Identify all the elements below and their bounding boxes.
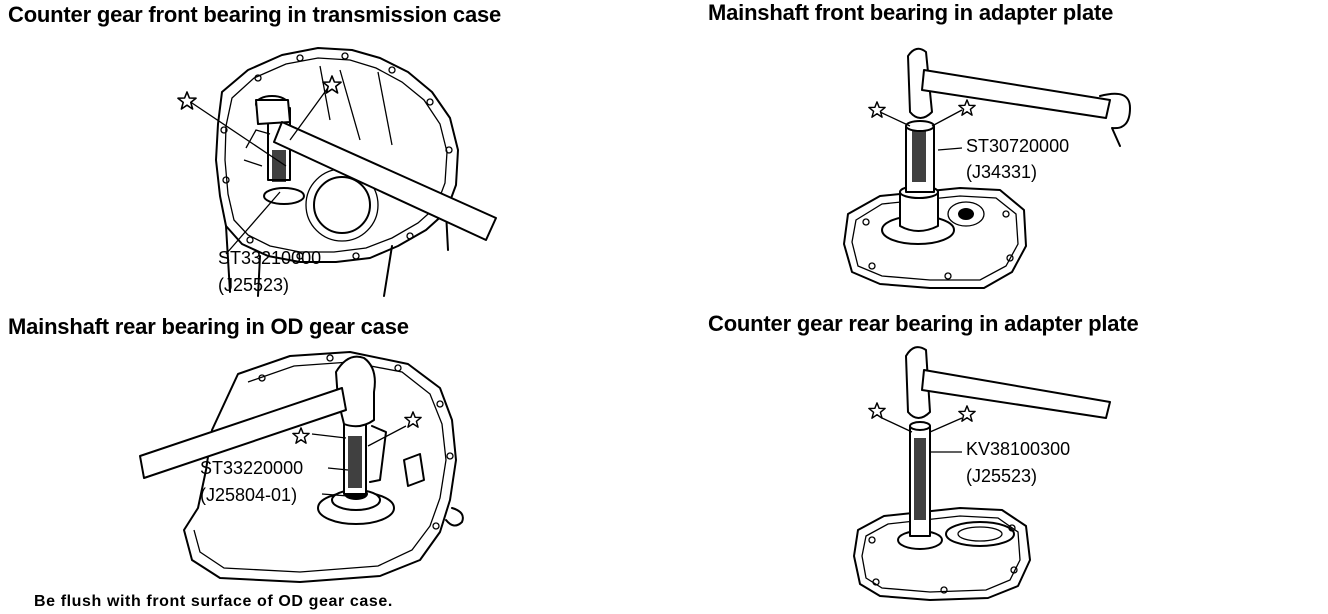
tool-alt-panel1: (J25523): [218, 275, 289, 295]
star-mark-icon: [868, 402, 886, 419]
adapter-plate-mainshaft-illustration: [843, 47, 1131, 289]
od-gear-case-illustration: [139, 351, 464, 583]
panel-title-mainshaft-front: Mainshaft front bearing in adapter plate: [708, 0, 1114, 25]
star-mark-icon: [404, 411, 422, 428]
tool-number-panel1: ST33210000: [218, 248, 321, 268]
tool-alt-panel3: (J25804-01): [200, 485, 297, 505]
flush-note: Be flush with front surface of OD gear c…: [34, 593, 393, 610]
panel-title-counter-gear-rear: Counter gear rear bearing in adapter pla…: [708, 311, 1139, 336]
adapter-plate-countergear-illustration: [853, 346, 1111, 601]
star-mark-icon: [177, 91, 197, 110]
tool-alt-panel2: (J34331): [966, 162, 1037, 182]
star-mark-icon: [958, 99, 976, 116]
tool-number-panel2: ST30720000: [966, 136, 1069, 156]
tool-number-panel3: ST33220000: [200, 458, 303, 478]
tool-number-panel4: KV38100300: [966, 439, 1070, 459]
star-mark-icon: [292, 427, 310, 444]
panel-title-mainshaft-rear: Mainshaft rear bearing in OD gear case: [8, 314, 409, 339]
star-mark-icon: [868, 101, 886, 118]
tool-alt-panel4: (J25523): [966, 466, 1037, 486]
panel-title-counter-gear-front: Counter gear front bearing in transmissi…: [8, 2, 502, 27]
transmission-case-illustration: [185, 47, 497, 297]
